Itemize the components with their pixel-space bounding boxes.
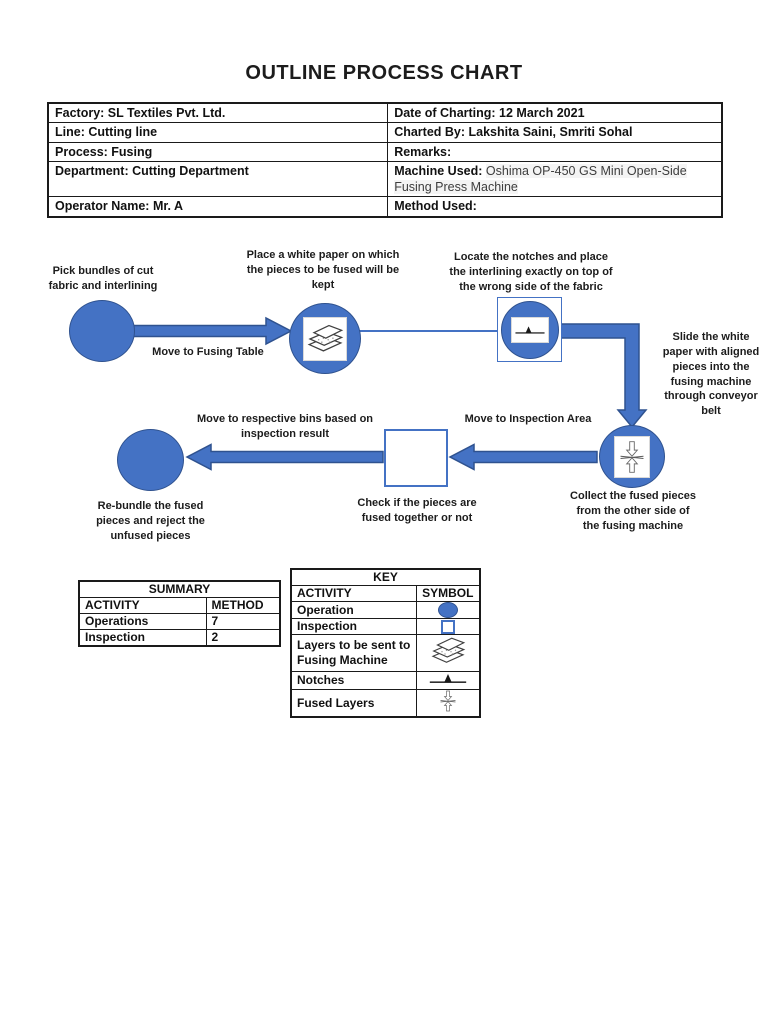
key-symbol-cell xyxy=(415,618,481,635)
notch-icon xyxy=(429,673,466,683)
table-row: Process: Fusing Remarks: xyxy=(47,141,723,162)
method-used-cell: Method Used: xyxy=(387,196,723,217)
edge1-label: Move to Fusing Table xyxy=(152,346,264,358)
table-row: ACTIVITY SYMBOL xyxy=(290,585,481,602)
table-row: Operation xyxy=(290,601,481,619)
charted-by-cell: Charted By: Lakshita Saini, Smriti Sohal xyxy=(387,122,723,143)
notch-icon xyxy=(514,325,545,334)
arrow-move-to-inspection xyxy=(448,443,598,471)
line-cell: Line: Cutting line xyxy=(47,122,389,143)
summary-col-method: METHOD xyxy=(205,597,281,614)
summary-activity-operations: Operations xyxy=(78,613,207,630)
arrow-slide-into-machine xyxy=(560,323,648,429)
layers-iconbox xyxy=(303,316,347,361)
key-activity-operation: Operation xyxy=(290,601,417,619)
summary-method-operations: 7 xyxy=(205,613,281,630)
operator-cell: Operator Name: Mr. A xyxy=(47,196,389,217)
arrow-move-to-bins xyxy=(185,443,384,471)
step2-label: Place a white paper on which the pieces … xyxy=(246,249,400,291)
operation-node-place-paper xyxy=(289,303,361,374)
summary-title: SUMMARY xyxy=(78,580,281,598)
step6-label: Re-bundle the fused pieces and reject th… xyxy=(96,500,205,542)
table-row: Inspection 2 xyxy=(78,629,281,647)
operation-node-rebundle xyxy=(117,429,184,491)
table-row: Operations 7 xyxy=(78,613,281,630)
key-symbol-cell xyxy=(415,601,481,619)
remarks-cell: Remarks: xyxy=(387,141,723,162)
key-table: KEY ACTIVITY SYMBOL Operation Inspection… xyxy=(290,568,481,718)
table-row: Layers to be sent to Fusing Machine xyxy=(290,634,481,672)
edge3-label: Move to Inspection Area xyxy=(464,413,592,425)
step4-label: Collect the fused pieces from the other … xyxy=(570,490,696,532)
summary-table: SUMMARY ACTIVITY METHOD Operations 7 Ins… xyxy=(78,580,281,647)
key-activity-notches: Notches xyxy=(290,671,417,690)
step1-label: Pick bundles of cut fabric and interlini… xyxy=(48,265,158,292)
table-row: KEY xyxy=(290,568,481,586)
key-symbol-cell xyxy=(415,671,481,690)
summary-method-inspection: 2 xyxy=(205,629,281,647)
key-col-symbol: SYMBOL xyxy=(415,585,481,602)
arrow-move-to-fusing-table xyxy=(130,316,293,346)
table-row: ACTIVITY METHOD xyxy=(78,597,281,614)
table-row: SUMMARY xyxy=(78,580,281,598)
operation-node-pick-bundles xyxy=(69,300,135,362)
key-activity-inspection: Inspection xyxy=(290,618,417,635)
fused-layers-iconbox xyxy=(614,435,650,478)
inspection-node-check-fused xyxy=(384,429,448,487)
operation-node-collect-fused xyxy=(599,425,665,488)
operation-circle-icon xyxy=(437,602,458,618)
table-row: Line: Cutting line Charted By: Lakshita … xyxy=(47,122,723,143)
step3-label: Locate the notches and place the interli… xyxy=(449,251,613,293)
inspection-square-icon xyxy=(440,619,455,634)
machine-used-label: Machine Used: xyxy=(394,163,483,178)
summary-col-activity: ACTIVITY xyxy=(78,597,207,614)
key-activity-fused-layers: Fused Layers xyxy=(290,689,417,718)
edge4-label: Move to respective bins based on inspect… xyxy=(196,413,374,440)
table-row: Notches xyxy=(290,671,481,690)
key-activity-layers: Layers to be sent to Fusing Machine xyxy=(290,634,417,672)
table-row: Operator Name: Mr. A Method Used: xyxy=(47,196,723,217)
edge2-label: Slide the white paper with aligned piece… xyxy=(662,331,760,418)
process-cell: Process: Fusing xyxy=(47,141,389,162)
fused-layers-icon xyxy=(440,690,456,712)
step5-label: Check if the pieces are fused together o… xyxy=(357,497,477,524)
key-title: KEY xyxy=(290,568,481,586)
layers-icon xyxy=(307,324,344,352)
table-row: Factory: SL Textiles Pvt. Ltd. Date of C… xyxy=(47,102,723,124)
key-symbol-cell xyxy=(415,689,481,718)
key-col-activity: ACTIVITY xyxy=(290,585,417,602)
summary-activity-inspection: Inspection xyxy=(78,629,207,647)
notch-iconbox xyxy=(510,316,549,343)
page-title: OUTLINE PROCESS CHART xyxy=(245,62,523,84)
operation-node-locate-notches xyxy=(500,300,559,359)
fused-layers-icon xyxy=(620,440,644,473)
table-row: Fused Layers xyxy=(290,689,481,718)
department-cell: Department: Cutting Department xyxy=(47,160,389,198)
chart-info-table: Factory: SL Textiles Pvt. Ltd. Date of C… xyxy=(47,102,723,218)
table-row: Inspection xyxy=(290,618,481,635)
notches-node-frame xyxy=(497,297,562,362)
key-symbol-cell xyxy=(415,634,481,672)
layers-icon xyxy=(431,637,466,663)
